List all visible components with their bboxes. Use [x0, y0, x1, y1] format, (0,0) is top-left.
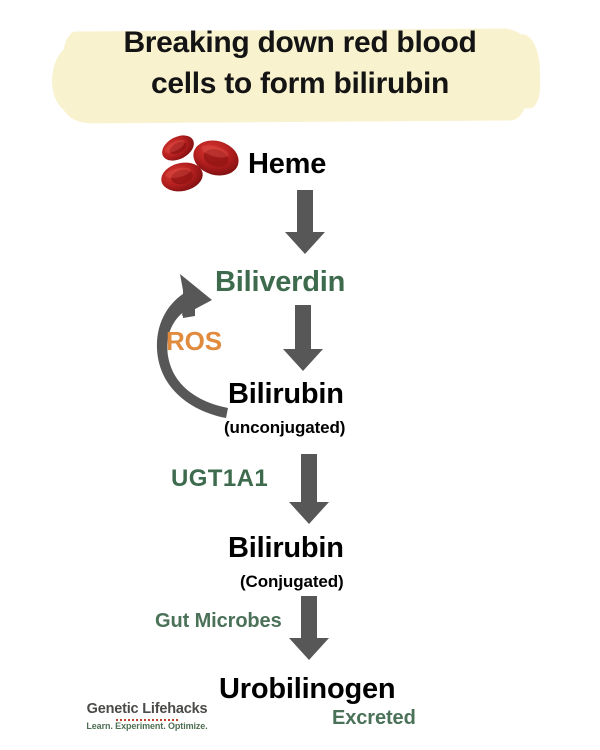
brand-tagline: Learn. Experiment. Optimize.	[86, 720, 208, 731]
brand-divider	[116, 718, 178, 721]
edge-label-ugt1a1-text: UGT1A1	[171, 465, 269, 492]
title-line-2: cells to form bilirubin	[150, 67, 450, 101]
node-bilirubin-conjugated-sublabel: (Conjugated)	[240, 572, 344, 591]
node-bilirubin-conjugated: Bilirubin	[228, 532, 344, 564]
red-blood-cells-icon	[161, 135, 239, 192]
node-bilirubin-conjugated-label: Bilirubin	[228, 532, 344, 564]
brand-logo[interactable]: Genetic Lifehacks Learn. Experiment. Opt…	[72, 701, 222, 732]
edge-label-ros: ROS	[166, 326, 223, 356]
arrow-ros-recycle	[156, 274, 228, 418]
node-bilirubin-unconjugated: Bilirubin	[228, 378, 344, 410]
node-bilirubin-conjugated-sublabel-wrap: (Conjugated)	[240, 572, 344, 591]
node-urobilinogen: Urobilinogen	[219, 673, 396, 705]
page-title: Breaking down red blood cells to form bi…	[0, 22, 600, 124]
node-heme: Heme	[248, 148, 326, 180]
node-urobilinogen-label: Urobilinogen	[219, 673, 396, 705]
edge-label-excreted-text: Excreted	[332, 707, 416, 729]
edge-label-excreted: Excreted	[332, 707, 416, 729]
node-bilirubin-unconjugated-label: Bilirubin	[228, 378, 344, 410]
node-heme-label: Heme	[248, 148, 327, 180]
title-text: Breaking down red blood cells to form bi…	[0, 22, 600, 105]
brand-name: Genetic Lifehacks	[86, 701, 208, 717]
arrow-biliverdin-to-bilirubin	[283, 305, 323, 371]
edge-label-gut-microbes-text: Gut Microbes	[155, 610, 282, 632]
node-bilirubin-unconjugated-sublabel-wrap: (unconjugated)	[224, 418, 345, 437]
edge-label-gut-microbes: Gut Microbes	[155, 610, 282, 632]
title-line-1: Breaking down red blood	[123, 26, 477, 59]
node-bilirubin-unconjugated-sublabel: (unconjugated)	[224, 418, 346, 437]
node-biliverdin: Biliverdin	[215, 266, 345, 298]
arrow-bilirubin-to-conjugated	[289, 454, 329, 524]
arrow-conjugated-to-urobilinogen	[289, 596, 329, 660]
arrow-heme-to-biliverdin	[285, 190, 325, 254]
edge-label-ros-text: ROS	[166, 326, 223, 356]
node-biliverdin-label: Biliverdin	[215, 266, 346, 298]
edge-label-ugt1a1: UGT1A1	[171, 465, 269, 493]
